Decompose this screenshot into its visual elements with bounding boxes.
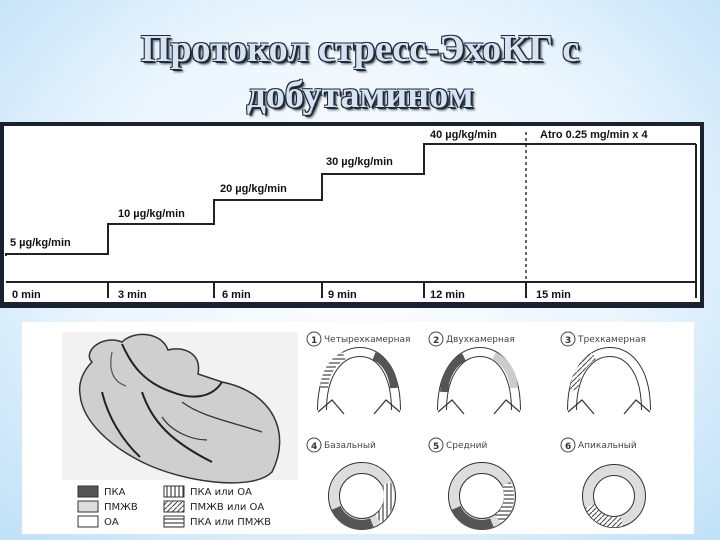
dose-label-5: 40 µg/kg/min bbox=[430, 129, 497, 141]
legend-label-2: ПКА или ОА bbox=[190, 487, 252, 498]
legend-label-1: ПКА bbox=[104, 487, 126, 498]
segment-figure-svg: ПКА ПКА или ОА ПМЖВ ПМЖВ или ОА ОА ПКА и… bbox=[62, 331, 651, 530]
title-line-1: Протокол стресс-ЭхоКГ с bbox=[140, 28, 580, 70]
coronary-segment-figure: ПКА ПКА или ОА ПМЖВ ПМЖВ или ОА ОА ПКА и… bbox=[22, 322, 694, 534]
dose-staircase bbox=[5, 143, 696, 256]
svg-text:Апикальный: Апикальный bbox=[578, 441, 637, 451]
artery-legend: ПКА ПКА или ОА ПМЖВ ПМЖВ или ОА ОА ПКА и… bbox=[77, 485, 271, 528]
atropine-label: Atro 0.25 mg/min x 4 bbox=[540, 129, 648, 141]
slide-title: Протокол стресс-ЭхоКГ с добутамином bbox=[60, 26, 660, 118]
svg-text:Трехкамерная: Трехкамерная bbox=[577, 335, 646, 345]
svg-text:Базальный: Базальный bbox=[324, 441, 376, 451]
time-label-0: 0 min bbox=[12, 289, 41, 301]
svg-text:Двухкамерная: Двухкамерная bbox=[446, 335, 515, 345]
protocol-background bbox=[4, 126, 700, 302]
dose-label-3: 20 µg/kg/min bbox=[220, 183, 287, 195]
svg-text:Средний: Средний bbox=[446, 441, 487, 451]
time-ticks bbox=[107, 282, 697, 298]
time-label-15: 15 min bbox=[536, 289, 571, 301]
time-label-12: 12 min bbox=[430, 289, 465, 301]
view-4: 4 Базальный bbox=[306, 437, 396, 530]
svg-text:6: 6 bbox=[565, 442, 571, 452]
dose-label-1: 5 µg/kg/min bbox=[10, 237, 71, 249]
legend-label-4: ПМЖВ или ОА bbox=[190, 502, 264, 513]
dose-label-2: 10 µg/kg/min bbox=[118, 208, 185, 220]
heart-illustration bbox=[62, 332, 298, 484]
view-1: 1 Четырехкамерная bbox=[306, 331, 410, 415]
svg-text:3: 3 bbox=[565, 336, 571, 346]
view-6: 6 Апикальный bbox=[560, 437, 646, 528]
svg-text:4: 4 bbox=[311, 442, 317, 452]
view-3: 3 Трехкамерная bbox=[560, 331, 651, 415]
svg-text:2: 2 bbox=[433, 336, 439, 346]
protocol-diagram: 5 µg/kg/min 10 µg/kg/min 20 µg/kg/min 30… bbox=[4, 126, 700, 302]
time-label-3: 3 min bbox=[118, 289, 147, 301]
view-2: 2 Двухкамерная bbox=[428, 331, 521, 415]
dose-label-4: 30 µg/kg/min bbox=[326, 156, 393, 168]
svg-text:Четырехкамерная: Четырехкамерная bbox=[324, 335, 410, 345]
time-label-9: 9 min bbox=[328, 289, 357, 301]
svg-text:1: 1 bbox=[311, 336, 317, 346]
svg-text:5: 5 bbox=[433, 442, 439, 452]
title-line-2: добутамином bbox=[246, 74, 474, 116]
time-label-6: 6 min bbox=[222, 289, 251, 301]
legend-label-5: ОА bbox=[104, 517, 119, 528]
legend-label-3: ПМЖВ bbox=[104, 502, 138, 513]
legend-label-6: ПКА или ПМЖВ bbox=[190, 517, 271, 528]
protocol-panel: 5 µg/kg/min 10 µg/kg/min 20 µg/kg/min 30… bbox=[0, 122, 704, 308]
view-5: 5 Средний bbox=[428, 437, 516, 530]
